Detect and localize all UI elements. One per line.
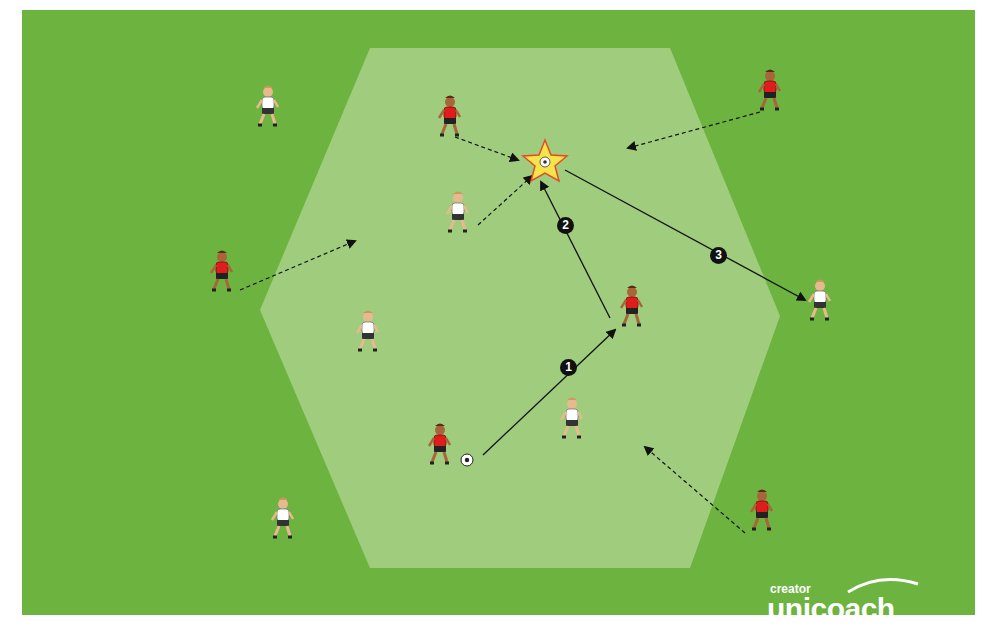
ball (461, 454, 473, 466)
callout-number: 1 (560, 359, 577, 376)
callout-number: 3 (710, 247, 727, 264)
callout-number: 2 (557, 217, 574, 234)
pass-arrows (483, 170, 805, 455)
run-arrows (240, 112, 760, 533)
players-red (211, 70, 780, 530)
pitch (22, 10, 975, 615)
hexagon-area (260, 48, 780, 568)
watermark: unicoach (767, 592, 895, 626)
target-star (523, 140, 567, 181)
logo-swoosh (848, 580, 918, 593)
players-white (257, 86, 830, 538)
